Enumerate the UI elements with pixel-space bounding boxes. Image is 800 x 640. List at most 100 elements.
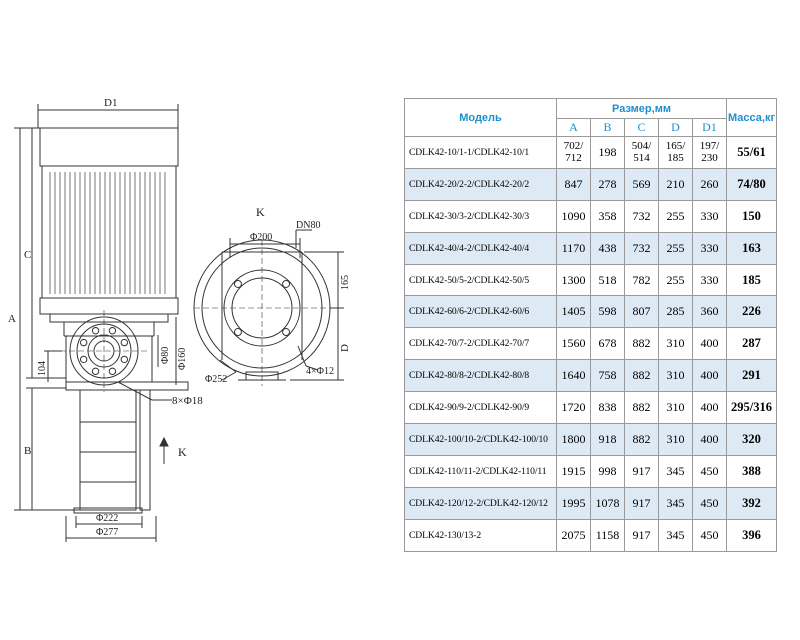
dimension-phi222: Φ222: [75, 513, 143, 528]
cell-mass: 291: [726, 359, 778, 393]
label-phi222: Φ222: [96, 513, 118, 524]
pump-drawing: D1 A C: [8, 97, 351, 542]
cell-a: 847: [556, 167, 591, 201]
cell-d1: 450: [691, 486, 728, 520]
cell-d: 285: [658, 295, 693, 329]
label-phi80: Φ80: [160, 347, 171, 364]
label-c: C: [24, 249, 31, 261]
label-4-bolts: 4×Φ12: [306, 366, 334, 377]
cell-c: 732: [624, 199, 659, 233]
cell-c: 569: [624, 167, 659, 201]
cell-b: 598: [590, 295, 625, 329]
label-phi252: Φ252: [205, 374, 227, 385]
cell-b: 838: [590, 391, 625, 425]
label-phi200: Φ200: [250, 232, 272, 243]
cell-b: 758: [590, 359, 625, 393]
header-model: Модель: [404, 98, 557, 137]
cell-d: 310: [658, 391, 693, 425]
cell-c: 882: [624, 423, 659, 456]
bolt-hole: [91, 367, 100, 376]
cell-d1: 400: [691, 359, 728, 393]
cell-mass: 185: [726, 263, 778, 297]
cell-model: CDLK42-80/8-2/CDLK42-80/8: [404, 359, 557, 393]
cell-d: 310: [658, 359, 693, 393]
cell-d1: 197/230: [691, 136, 728, 169]
header-col-d: D: [658, 118, 693, 137]
section-k-view: K: [193, 205, 331, 386]
cell-a: 702/712: [556, 136, 591, 169]
cell-c: 917: [624, 486, 659, 520]
label-b: B: [24, 445, 31, 457]
label-k-top: K: [256, 205, 265, 219]
label-d1: D1: [104, 97, 117, 109]
bolt-hole: [282, 328, 291, 337]
cell-c: 807: [624, 295, 659, 329]
cell-mass: 320: [726, 423, 778, 456]
bolt-hole: [108, 367, 117, 376]
section-k-arrow: K: [159, 436, 187, 464]
cell-b: 1158: [590, 518, 625, 552]
cell-d1: 330: [691, 231, 728, 265]
cell-model: CDLK42-110/11-2/CDLK42-110/11: [404, 454, 557, 488]
cell-model: CDLK42-70/7-2/CDLK42-70/7: [404, 327, 557, 361]
cell-mass: 388: [726, 454, 778, 488]
cell-d: 255: [658, 199, 693, 233]
cell-c: 917: [624, 454, 659, 488]
cell-b: 518: [590, 263, 625, 297]
cell-d: 310: [658, 327, 693, 361]
bolt-hole: [79, 355, 88, 364]
cell-c: 917: [624, 518, 659, 552]
cell-model: CDLK42-40/4-2/CDLK42-40/4: [404, 231, 557, 265]
cell-mass: 295/316: [726, 391, 778, 425]
cell-d: 165/185: [658, 136, 693, 169]
cell-mass: 55/61: [726, 136, 778, 169]
cell-a: 1090: [556, 199, 591, 233]
cell-d1-line: 197/: [699, 140, 720, 153]
cell-d: 345: [658, 454, 693, 488]
cell-b: 438: [590, 231, 625, 265]
bolt-hole: [233, 328, 242, 337]
dimension-phi160: Φ160: [175, 317, 188, 385]
cell-mass: 392: [726, 486, 778, 520]
cell-c: 882: [624, 359, 659, 393]
cell-b: 918: [590, 423, 625, 456]
cell-d1: 360: [691, 295, 728, 329]
cell-a: 1560: [556, 327, 591, 361]
cell-d1: 330: [691, 199, 728, 233]
cell-a: 1300: [556, 263, 591, 297]
cell-d1: 450: [691, 454, 728, 488]
header-col-b: B: [590, 118, 625, 137]
cell-a: 1720: [556, 391, 591, 425]
cell-a: 1800: [556, 423, 591, 456]
cell-a: 1170: [556, 231, 591, 265]
label-d: D: [339, 344, 351, 352]
cell-b: 198: [590, 136, 625, 169]
header-col-a: A: [556, 118, 591, 137]
dimension-d1: D1: [37, 97, 179, 128]
cell-d: 255: [658, 231, 693, 265]
cell-b: 358: [590, 199, 625, 233]
cell-d: 345: [658, 518, 693, 552]
cell-model: CDLK42-100/10-2/CDLK42-100/10: [404, 423, 557, 456]
cell-d1: 400: [691, 327, 728, 361]
spec-table: Модель Размер,мм Масса,кг A B C D D1 CDL…: [404, 98, 778, 552]
cell-model: CDLK42-60/6-2/CDLK42-60/6: [404, 295, 557, 329]
cell-d: 210: [658, 167, 693, 201]
callout-4-bolts: 4×Φ12: [297, 345, 334, 377]
cell-c: 732: [624, 231, 659, 265]
cell-model: CDLK42-50/5-2/CDLK42-50/5: [404, 263, 557, 297]
cell-d1: 450: [691, 518, 728, 552]
pump-head: [60, 310, 153, 392]
cell-a: 1405: [556, 295, 591, 329]
dimension-phi80: Φ80: [157, 335, 171, 367]
bolt-hole: [79, 338, 88, 347]
cell-c: 882: [624, 327, 659, 361]
